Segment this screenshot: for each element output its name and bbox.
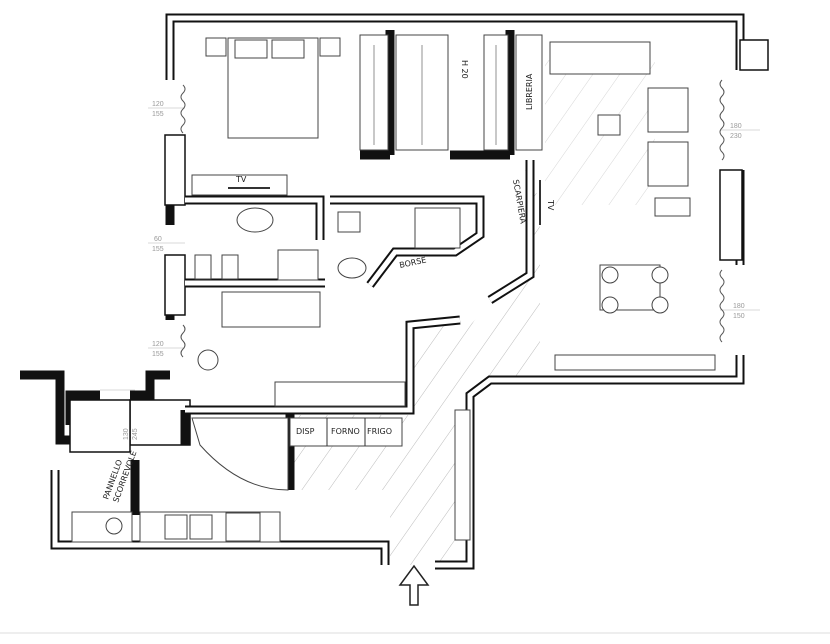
tv-label-living: TV xyxy=(546,199,555,211)
entry-cabinet xyxy=(454,409,471,541)
scarpiera-label: SCARPIERA xyxy=(511,179,528,225)
toilet xyxy=(221,254,239,280)
laundry-counter xyxy=(71,511,133,543)
outer-walls xyxy=(20,13,769,570)
washing-machine xyxy=(105,517,123,535)
disp-label: DISP xyxy=(296,427,315,436)
window-3-height: 155 xyxy=(152,351,164,358)
chair xyxy=(197,349,219,371)
window-5-width: 180 xyxy=(733,303,745,310)
bidet xyxy=(194,254,212,280)
sink xyxy=(236,207,274,233)
entrance-arrow-icon xyxy=(398,564,430,606)
toilet xyxy=(337,211,361,233)
borse-label: BORSE xyxy=(399,255,428,269)
forno-label: FORNO xyxy=(331,427,360,436)
nightstand xyxy=(205,37,227,57)
side-table xyxy=(654,197,691,217)
master-bedroom: TV xyxy=(191,37,341,196)
bed xyxy=(221,291,321,328)
libreria-label: LIBRERIA xyxy=(525,73,534,110)
tv-label-bedroom: TV xyxy=(235,175,247,184)
window-3-width: 120 xyxy=(152,341,164,348)
window-1-height: 155 xyxy=(152,111,164,118)
window-2-width: 60 xyxy=(154,236,162,243)
window-6-height: 245 xyxy=(132,428,139,440)
window-6-width: 130 xyxy=(123,428,130,440)
cooktop xyxy=(225,512,261,542)
wardrobes: H 20 LIBRERIA xyxy=(359,34,543,151)
corridor-hatching xyxy=(290,160,540,565)
nightstand xyxy=(319,37,341,57)
window-4-width: 180 xyxy=(730,123,742,130)
dining-nook xyxy=(191,417,289,491)
bathrooms: BORSE xyxy=(194,207,461,281)
shower xyxy=(277,249,319,281)
sofa xyxy=(549,41,651,75)
armchair xyxy=(647,87,689,133)
living-room: TV xyxy=(539,41,716,371)
entrance xyxy=(398,409,471,606)
frigo-label: FRIGO xyxy=(367,427,392,436)
window-2-height: 155 xyxy=(152,246,164,253)
window-dimensions: 120 155 60 155 120 155 180 230 180 150 1… xyxy=(100,101,760,440)
tv-cabinet xyxy=(191,174,288,196)
kitchen: DISP FORNO FRIGO PANNELLO SCORREVOLE xyxy=(71,417,403,543)
sink xyxy=(337,257,367,279)
appliance-column xyxy=(289,417,403,447)
coffee-table xyxy=(597,114,621,136)
window-5-height: 150 xyxy=(733,313,745,320)
wardrobe xyxy=(274,381,406,407)
interior-walls xyxy=(130,30,535,515)
armchair xyxy=(647,141,689,187)
second-bedroom xyxy=(197,291,406,407)
window-1-width: 120 xyxy=(152,101,164,108)
shower xyxy=(414,207,461,249)
sideboard xyxy=(554,354,716,371)
h20-label: H 20 xyxy=(460,60,469,79)
window-4-height: 230 xyxy=(730,133,742,140)
curtains xyxy=(180,79,725,358)
